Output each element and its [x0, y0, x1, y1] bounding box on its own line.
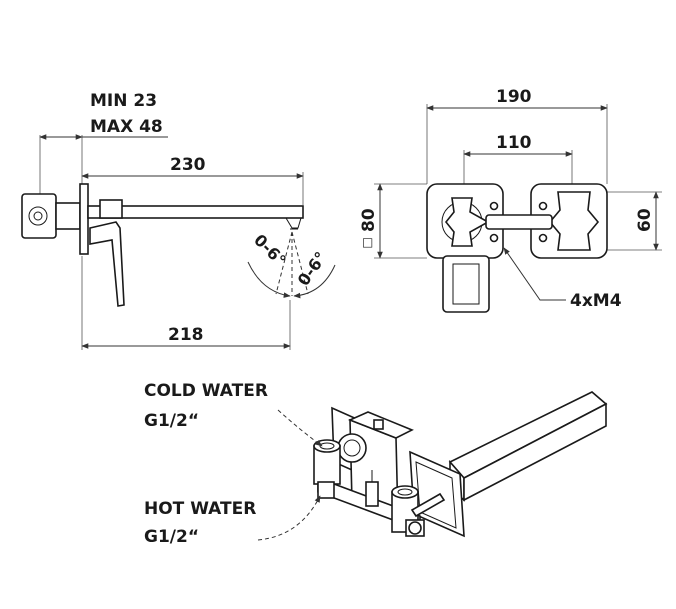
front-view: 190 110 80 □ 60 4xM4	[359, 87, 662, 313]
lever-side	[89, 221, 125, 307]
isometric-view: COLD WATER G1/2“ HOT WATER G1/2“	[144, 381, 608, 547]
cold-inlet-iso	[313, 439, 341, 485]
min-wall-label: MIN 23	[90, 91, 157, 111]
spout-side	[87, 199, 304, 230]
spout-iso	[448, 391, 608, 502]
dim-190-label: 190	[496, 87, 532, 107]
cold-thread-label: G1/2“	[144, 411, 199, 431]
dim-60-label: 60	[635, 208, 655, 232]
left-plate-front	[426, 183, 504, 313]
dim-230-label: 230	[170, 155, 206, 175]
angle-left-label: 0-6°	[250, 230, 290, 270]
wall-plate-side	[79, 183, 89, 255]
side-view: MIN 23 MAX 48 230 218 0-6° 0-6°	[21, 91, 336, 350]
fittings-iso	[317, 470, 446, 537]
hot-thread-label: G1/2“	[144, 527, 199, 547]
dim-218-label: 218	[168, 325, 204, 345]
hot-water-label: HOT WATER	[144, 499, 256, 519]
right-plate-front	[530, 183, 608, 259]
valve-box-side	[21, 193, 81, 239]
connecting-bar	[485, 214, 553, 230]
screws-label: 4xM4	[570, 291, 622, 311]
max-wall-label: MAX 48	[90, 117, 163, 137]
angle-right-label: 0-6°	[294, 248, 331, 289]
square-symbol: □	[362, 235, 373, 249]
dim-110-label: 110	[496, 133, 532, 153]
screws-front	[489, 201, 548, 243]
dim-80-label: 80	[359, 208, 379, 232]
cold-water-label: COLD WATER	[144, 381, 268, 401]
